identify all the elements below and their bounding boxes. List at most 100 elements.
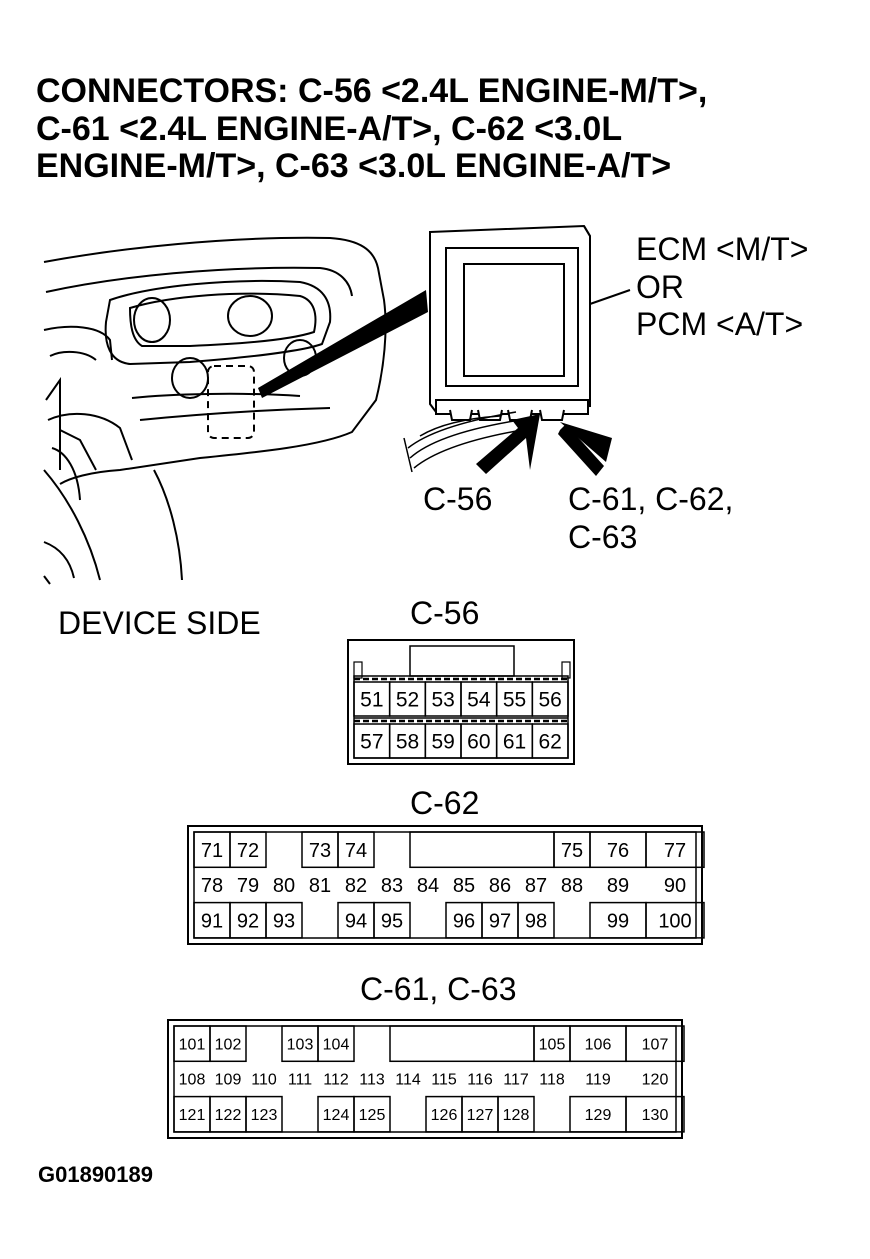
pin-number: 123 [251,1107,278,1124]
pin-number: 54 [467,689,491,712]
c61_c63-pin: 116 [467,1072,493,1089]
pin-number: 72 [237,840,259,862]
pin-number: 128 [503,1107,530,1124]
c62-pin: 93 [265,901,303,939]
callout-c61-c62: C-61, C-62, [568,481,733,517]
pin-number: 114 [395,1072,421,1089]
c62-pin: 87 [525,875,547,897]
page-title: CONNECTORS: C-56 <2.4L ENGINE-M/T>, C-61… [36,72,707,185]
callout-c56: C-56 [423,481,492,517]
c62-title: C-62 [410,785,479,821]
pin-number: 118 [539,1072,565,1089]
connector-key [409,831,555,869]
pin-number: 86 [489,875,511,897]
c56-pin: 55 [495,681,534,717]
c56-pin: 61 [495,723,534,759]
module-label-pcm: PCM <A/T> [636,306,803,342]
pin-number: 122 [215,1107,242,1124]
title-line-3: ENGINE-M/T>, C-63 <3.0L ENGINE-A/T> [36,147,671,185]
ecm-pcm-module [429,224,631,421]
c56-pin: 60 [460,723,498,759]
c61_c63-pin: 127 [461,1095,499,1133]
pin-number: 83 [381,875,403,897]
c62-pin: 74 [337,831,375,869]
wire-harness [403,411,523,473]
c61_c63-pin: 121 [173,1095,211,1133]
c62-pin: 86 [489,875,511,897]
c61_c63-pin: 109 [215,1072,242,1089]
c61_c63-pin: 106 [569,1025,627,1063]
pin-number: 80 [273,875,295,897]
dashboard-illustration [43,236,387,585]
c61_c63-pin: 119 [585,1072,611,1089]
c62-pin: 98 [517,901,555,939]
pin-number: 82 [345,875,367,897]
c61_c63-pin: 110 [251,1072,277,1089]
pin-number: 100 [658,910,691,932]
c56-pin: 54 [460,681,498,717]
pin-number: 93 [273,910,295,932]
pin-number: 73 [309,840,331,862]
c61_c63-pin: 124 [317,1095,355,1133]
connector-arrow-icon [558,422,612,476]
c61_c63-pin: 101 [173,1025,211,1063]
pin-number: 106 [585,1036,612,1053]
pin-number: 60 [467,731,490,754]
c61_c63-pin: 129 [569,1095,627,1133]
pin-number: 108 [179,1072,206,1089]
c61_c63-pin: 117 [503,1072,529,1089]
c61_c63-pin: 123 [245,1095,283,1133]
c56-pin: 56 [531,681,569,717]
pin-number: 101 [179,1036,206,1053]
c61_c63-pin: 111 [288,1072,312,1089]
pin-number: 71 [201,840,223,862]
pin-number: 95 [381,910,403,932]
pin-number: 110 [251,1072,277,1089]
c56-connector [347,639,575,765]
pin-number: 119 [585,1072,611,1089]
c61_c63-pin: 115 [431,1072,457,1089]
c62-pin: 81 [309,875,331,897]
pin-number: 78 [201,875,223,897]
c62-pin: 78 [201,875,223,897]
c62-pin: 96 [445,901,483,939]
c62-pin: 79 [237,875,259,897]
pin-number: 113 [359,1072,385,1089]
pin-number: 104 [323,1036,350,1053]
c56-pin: 57 [353,723,391,759]
title-line-1: CONNECTORS: C-56 <2.4L ENGINE-M/T>, [36,72,707,110]
pin-number: 97 [489,910,511,932]
pin-number: 125 [359,1107,386,1124]
pin-number: 130 [642,1107,669,1124]
connector-key [389,1025,535,1063]
pin-number: 96 [453,910,475,932]
pin-number: 90 [664,875,686,897]
module-label-or: OR [636,269,684,305]
callout-c63: C-63 [568,519,637,555]
pin-number: 61 [503,731,526,754]
c62-pin: 76 [589,831,647,869]
pin-number: 75 [561,840,583,862]
title-line-2: C-61 <2.4L ENGINE-A/T>, C-62 <3.0L [36,110,622,148]
pin-number: 62 [538,731,561,754]
c56-pin: 53 [424,681,462,717]
c56-pin: 52 [388,681,427,717]
c61_c63-pin: 108 [179,1072,206,1089]
c62-pin: 82 [345,875,367,897]
c62-pin: 71 [193,831,231,869]
module-label-ecm: ECM <M/T> [636,231,808,267]
c56-pin: 62 [531,723,569,759]
c62-pin: 88 [561,875,583,897]
c62-pin: 75 [553,831,591,869]
pin-number: 99 [607,910,629,932]
pin-number: 121 [179,1107,206,1124]
c61_c63-pin: 113 [359,1072,385,1089]
pin-number: 117 [503,1072,529,1089]
c61_c63-pin: 114 [395,1072,421,1089]
pin-number: 84 [417,875,439,897]
pin-number: 91 [201,910,223,932]
pin-number: 92 [237,910,259,932]
